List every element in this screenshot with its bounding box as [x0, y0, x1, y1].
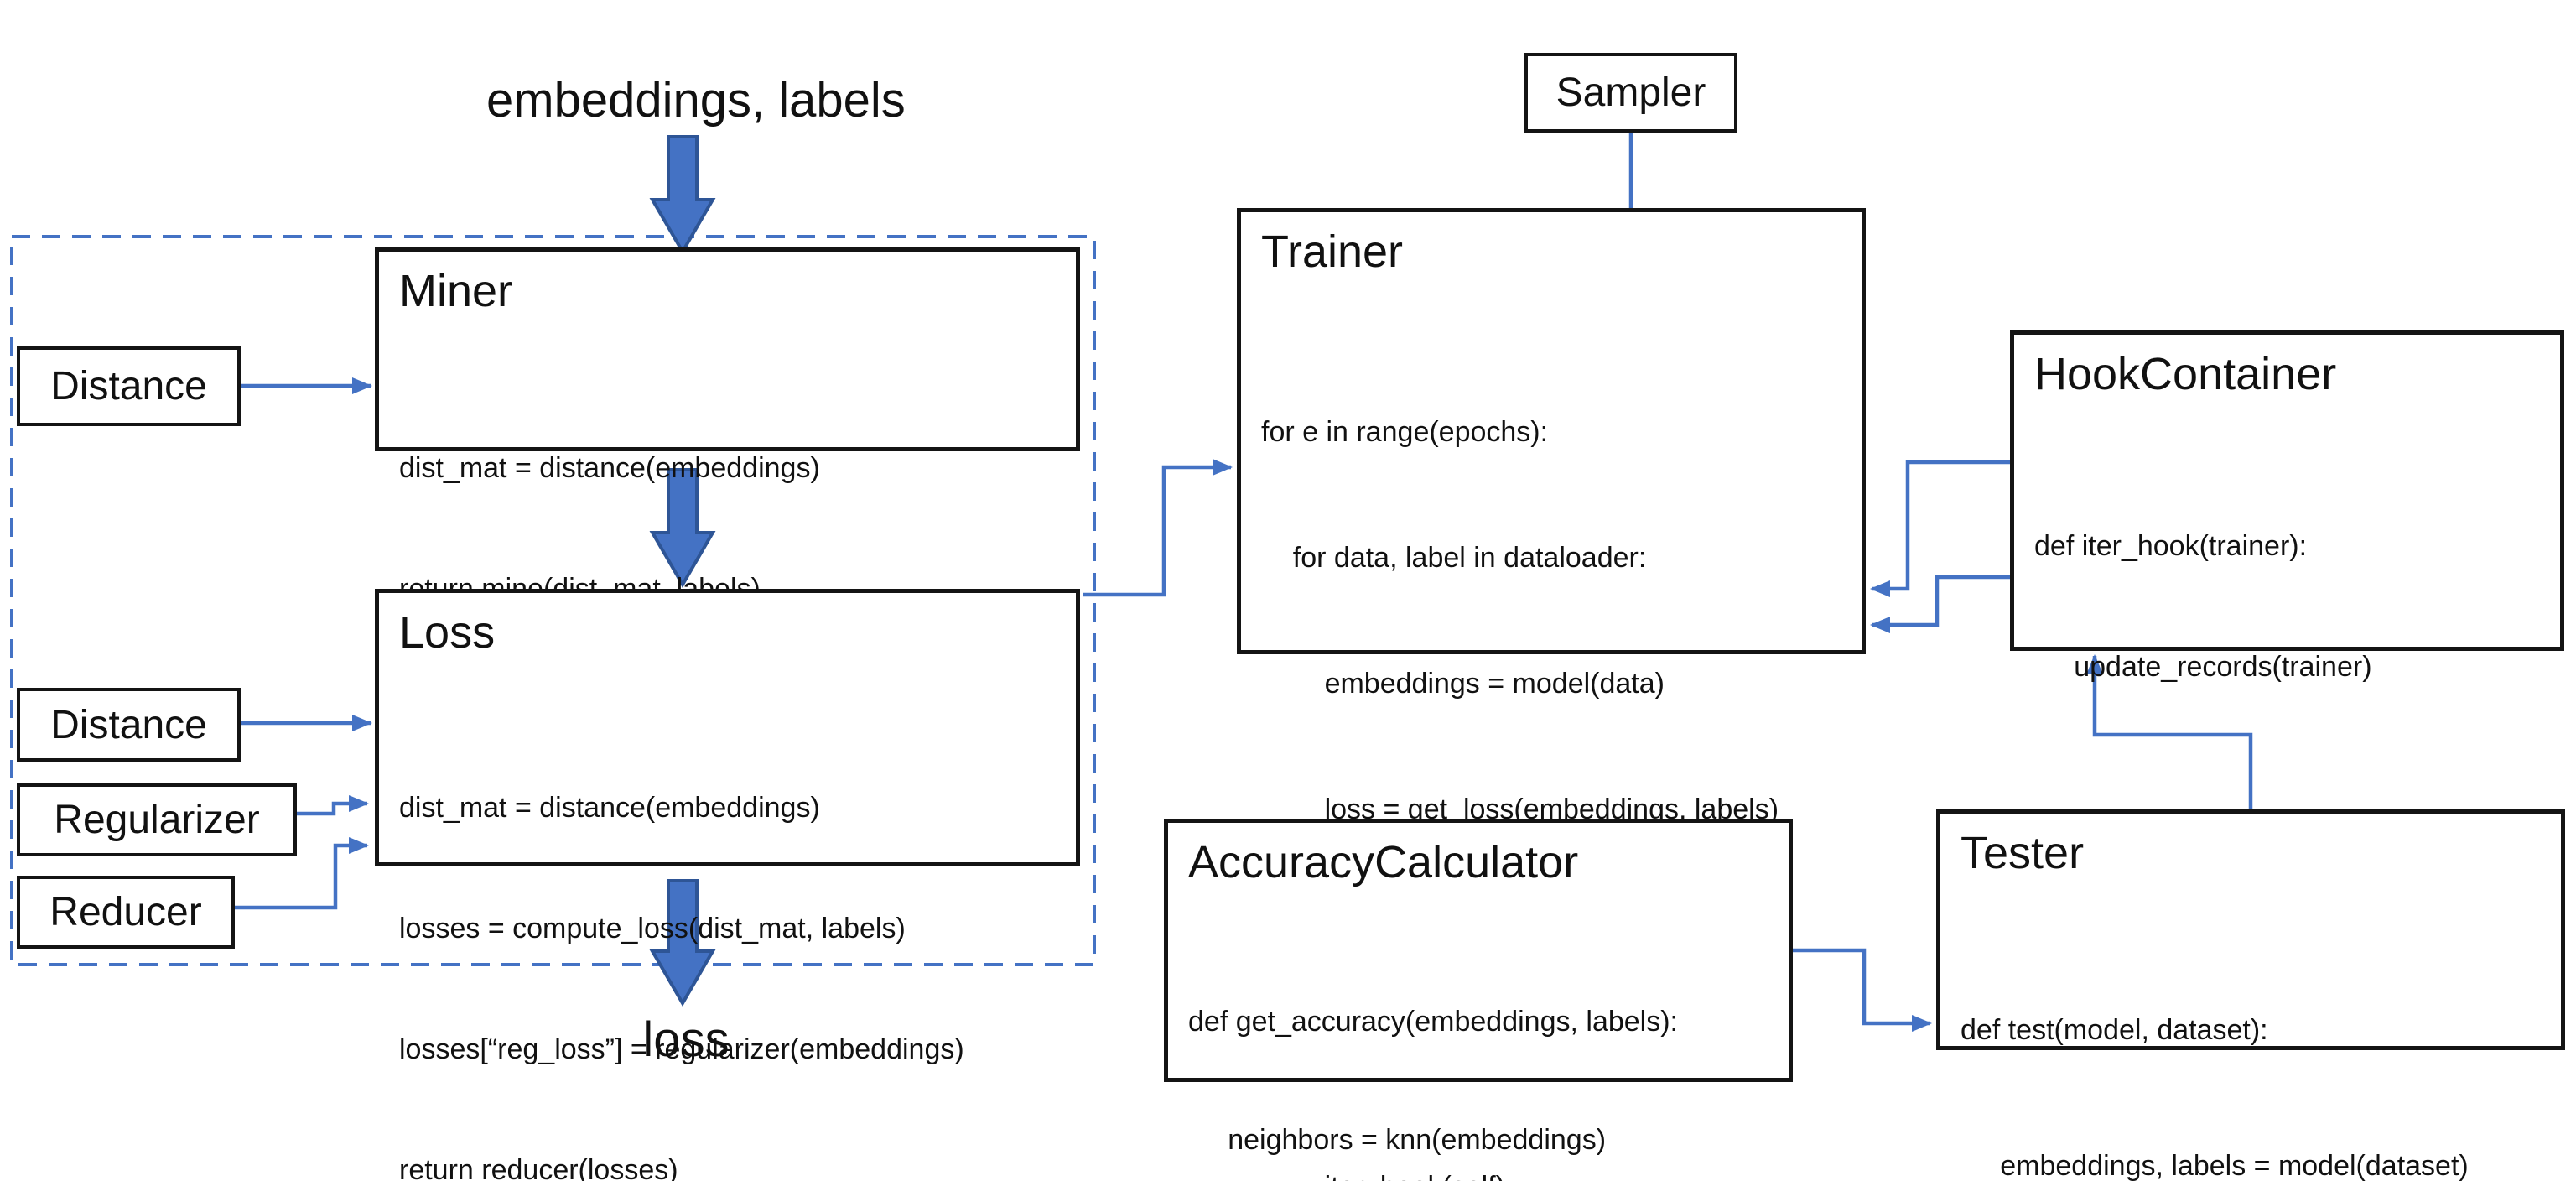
output-label: loss — [642, 1012, 730, 1067]
hookcontainer-code-line — [2034, 767, 2490, 808]
arrow-hookcontainer-iterhook-to-trainer — [1870, 460, 2010, 597]
distance-box-miner: Distance — [17, 346, 241, 426]
loss-box: Loss dist_mat = distance(embeddings) los… — [375, 589, 1080, 1181]
loss-code-line: dist_mat = distance(embeddings) — [399, 792, 820, 824]
distance-box-loss: Distance — [17, 688, 241, 762]
accuracycalculator-code-line: neighbors = knn(embeddings) — [1188, 1124, 1607, 1156]
arrow-accuracycalculator-to-tester — [1793, 948, 1932, 1032]
sampler-label: Sampler — [1555, 70, 1706, 115]
reducer-box: Reducer — [17, 876, 235, 949]
regularizer-box: Regularizer — [17, 783, 297, 856]
hookcontainer-title: HookContainer — [2034, 349, 2337, 399]
reducer-label: Reducer — [49, 890, 202, 934]
miner-code-line: dist_mat = distance(embeddings) — [399, 452, 820, 484]
arrow-loss-to-trainer — [1083, 459, 1233, 597]
accuracycalculator-title: AccuracyCalculator — [1188, 837, 1579, 887]
arrow-regularizer-to-loss — [297, 795, 369, 816]
tester-code-line: def test(model, dataset): — [1961, 1014, 2268, 1046]
trainer-code-line: iter_hook(self) — [1261, 1166, 1779, 1181]
trainer-box: Trainer for e in range(epochs): for data… — [1237, 208, 1866, 1181]
accuracycalculator-code-line: def get_accuracy(embeddings, labels): — [1188, 1006, 1678, 1038]
loss-title: Loss — [399, 607, 496, 658]
tester-box: Tester def test(model, dataset): embeddi… — [1936, 809, 2565, 1181]
arrow-hookcontainer-epochhook-to-trainer — [1870, 575, 2010, 633]
tester-title: Tester — [1961, 828, 2085, 878]
hookcontainer-code-line: update_records(trainer) — [2034, 651, 2372, 683]
input-label: embeddings, labels — [486, 73, 906, 127]
miner-title: Miner — [399, 266, 513, 316]
miner-box: Miner dist_mat = distance(embeddings) re… — [375, 247, 1080, 605]
trainer-title: Trainer — [1261, 226, 1404, 277]
distance-label: Distance — [50, 702, 207, 747]
trainer-code-line: embeddings = model(data) — [1261, 668, 1665, 700]
thick-arrow-input-to-miner — [649, 135, 716, 255]
tester-code-line: embeddings, labels = model(dataset) — [1961, 1150, 2469, 1181]
regularizer-label: Regularizer — [54, 798, 260, 842]
distance-label: Distance — [50, 364, 207, 408]
hookcontainer-code-line: def iter_hook(trainer): — [2034, 530, 2308, 562]
trainer-code-line: for data, label in dataloader: — [1261, 542, 1647, 574]
hookcontainer-box: HookContainer def iter_hook(trainer): up… — [2010, 330, 2564, 1045]
loss-code-line: return reducer(losses) — [399, 1154, 678, 1181]
loss-code-line: losses[“reg_loss”] = regularizer(embeddi… — [399, 1033, 964, 1065]
accuracycalculator-box: AccuracyCalculator def get_accuracy(embe… — [1164, 819, 1793, 1156]
sampler-box: Sampler — [1524, 53, 1737, 133]
loss-code-line: losses = compute_loss(dist_mat, labels) — [399, 913, 906, 944]
trainer-code-line: for e in range(epochs): — [1261, 416, 1549, 448]
